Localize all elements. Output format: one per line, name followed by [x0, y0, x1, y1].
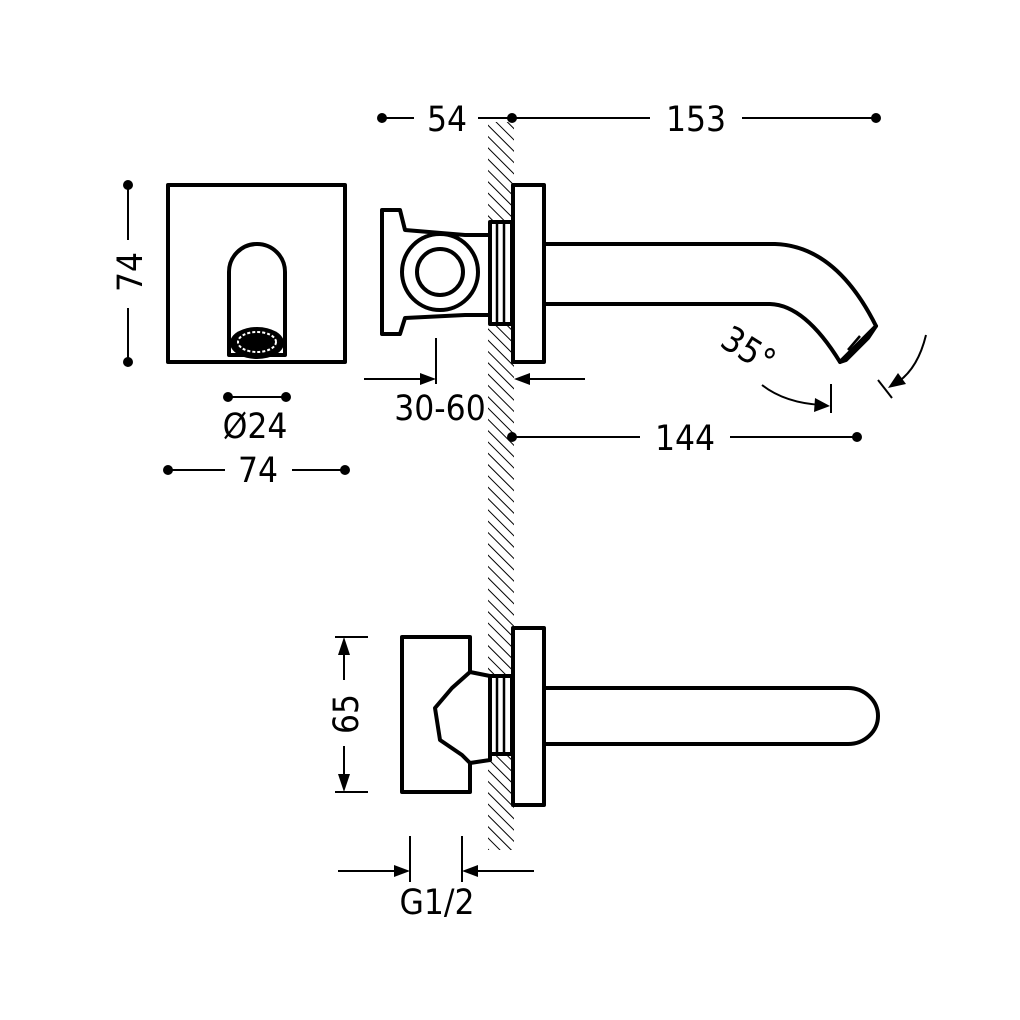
dim-label-30-60: 30-60: [394, 389, 485, 429]
side-connector: [488, 220, 514, 326]
front-plate: [166, 183, 347, 364]
dim-label-thread: G1/2: [399, 883, 474, 923]
top-handle-lever: [433, 670, 472, 765]
top-spout: [543, 686, 880, 746]
front-view: [166, 183, 347, 364]
dim-label-54: 54: [427, 100, 467, 140]
side-handle-ring-inner: [415, 247, 465, 297]
dim-label-144: 144: [655, 419, 715, 459]
top-view: [400, 626, 880, 807]
side-wall-plate: [511, 183, 546, 364]
top-handle-body: [400, 635, 492, 794]
top-connector: [488, 674, 514, 756]
dimension-lines: [123, 113, 927, 882]
dim-label-153: 153: [666, 100, 726, 140]
dim-label-65: 65: [327, 694, 367, 734]
side-handle-ring-outer: [400, 232, 480, 312]
dim-label-diameter: Ø24: [223, 407, 288, 447]
top-wall-plate: [511, 626, 546, 807]
front-aerator-inner: [237, 331, 277, 353]
front-spout-outline: [227, 242, 287, 357]
side-spout: [543, 242, 878, 364]
side-view: [380, 183, 878, 364]
dim-label-angle: 35°: [714, 319, 783, 382]
dim-label-74-vertical: 74: [111, 252, 151, 292]
dim-label-74-horizontal: 74: [238, 451, 278, 491]
